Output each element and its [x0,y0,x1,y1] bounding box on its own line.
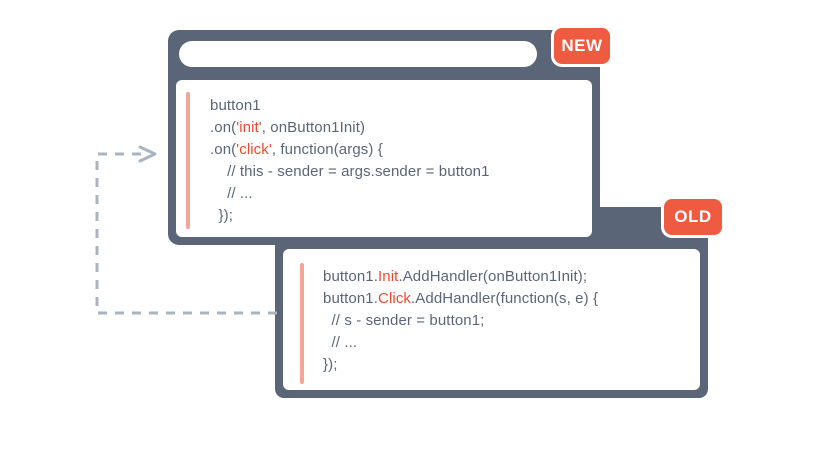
code-token: .on( [210,119,237,136]
code-token: // ... [323,334,358,351]
code-token: button1 [210,97,261,114]
code-token: , function(args) { [271,141,383,158]
code-token: button1. [323,290,379,307]
code-token: , onButton1Init) [261,119,366,136]
address-bar-input[interactable] [179,41,537,67]
new-code-text: button1.on('init', onButton1Init).on('cl… [210,95,490,227]
code-line: button1.Init.AddHandler(onButton1Init); [323,266,598,288]
code-line: button1.Click.AddHandler(function(s, e) … [323,288,598,310]
new-code-card: button1.on('init', onButton1Init).on('cl… [172,76,596,241]
new-accent-bar [186,92,190,229]
code-token: .AddHandler(function(s, e) { [411,290,599,307]
code-line: button1 [210,95,490,117]
old-accent-bar [300,263,304,384]
connector-arrowhead-icon [138,145,157,163]
badge-old: OLD [664,199,722,235]
code-line: }); [210,205,490,227]
code-keyword: Click [378,290,412,307]
code-line: .on('init', onButton1Init) [210,117,490,139]
code-line: }); [323,354,598,376]
code-keyword: Init [378,268,399,285]
code-token: // this - sender = args.sender = button1 [210,163,490,180]
code-line: .on('click', function(args) { [210,139,490,161]
code-keyword: 'click' [236,141,272,158]
code-line: // s - sender = button1; [323,310,598,332]
code-line: // ... [323,332,598,354]
new-code-window: button1.on('init', onButton1Init).on('cl… [168,30,600,245]
code-token: button1. [323,268,379,285]
badge-new: NEW [554,28,610,64]
code-keyword: 'init' [236,119,262,136]
code-token: }); [210,207,234,224]
code-token: .AddHandler(onButton1Init); [398,268,588,285]
old-code-card: button1.Init.AddHandler(onButton1Init);b… [279,245,704,394]
code-line: // ... [210,183,490,205]
code-token: }); [323,356,338,373]
code-token: // ... [210,185,253,202]
old-code-text: button1.Init.AddHandler(onButton1Init);b… [323,266,598,376]
code-token: .on( [210,141,237,158]
code-line: // this - sender = args.sender = button1 [210,161,490,183]
code-token: // s - sender = button1; [323,312,485,329]
